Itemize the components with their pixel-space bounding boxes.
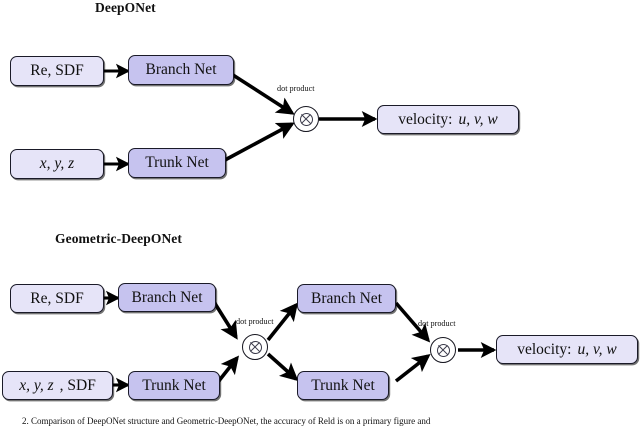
deeponet-input-branch-label: Re, SDF: [30, 62, 84, 80]
deeponet-input-trunk-box: x, y, z: [10, 149, 104, 179]
geo-branch-net-2-label: Branch Net: [310, 289, 382, 307]
geo-trunk-net-1-label: Trunk Net: [142, 376, 206, 394]
geo-output-prefix: velocity:: [517, 340, 572, 358]
deeponet-dot-product-label: dot product: [277, 84, 315, 93]
arrow-branchnet-to-dotproduct: [232, 73, 295, 115]
deeponet-branch-net-label: Branch Net: [145, 61, 217, 79]
deeponet-output-prefix: velocity:: [398, 110, 453, 128]
geo-branch-net-1-label: Branch Net: [131, 288, 203, 306]
deeponet-dot-product-node: [293, 106, 319, 132]
deeponet-branch-net-box: Branch Net: [128, 55, 234, 85]
geo-output-math: u, v, w: [577, 340, 617, 358]
geo-dot-product-label-1: dot product: [236, 317, 274, 326]
deeponet-output-math: u, v, w: [458, 110, 498, 128]
geo-trunk-net-1-box: Trunk Net: [128, 371, 220, 400]
geo-input-trunk-roman: , SDF: [59, 376, 96, 394]
deeponet-trunk-net-box: Trunk Net: [128, 148, 226, 178]
geo-input-trunk-box: x, y, z , SDF: [2, 371, 113, 400]
deeponet-output-box: velocity: u, v, w: [377, 105, 519, 134]
geo-trunk-net-2-label: Trunk Net: [311, 376, 375, 394]
geo-input-branch-box: Re, SDF: [10, 284, 104, 313]
arrow-trunknet-to-dotproduct: [224, 122, 295, 162]
tensor-product-icon: [299, 112, 313, 126]
geo-branch-net-1-box: Branch Net: [118, 283, 216, 312]
geo-output-box: velocity: u, v, w: [496, 335, 638, 364]
arrow-g-trunknet1-to-dotproduct1: [216, 355, 240, 384]
geo-input-branch-label: Re, SDF: [30, 289, 84, 307]
arrow-g-dotproduct1-to-trunknet2: [266, 352, 299, 382]
geo-dot-product-node-2: [430, 337, 456, 363]
figure-caption: 2. Comparison of DeepONet structure and …: [22, 416, 431, 426]
arrow-g-trunknet2-to-dotproduct2: [394, 354, 431, 383]
geo-trunk-net-2-box: Trunk Net: [297, 371, 389, 400]
arrow-g-branchnet1-to-dotproduct1: [212, 301, 238, 340]
deeponet-input-trunk-label: x, y, z: [39, 155, 75, 173]
tensor-product-icon: [436, 343, 450, 357]
geo-branch-net-2-box: Branch Net: [297, 284, 396, 313]
deeponet-input-branch-box: Re, SDF: [10, 56, 104, 86]
geo-input-trunk-math: x, y, z: [19, 376, 54, 394]
geo-dot-product-node-1: [242, 334, 268, 360]
deeponet-trunk-net-label: Trunk Net: [145, 154, 209, 172]
deeponet-title: DeepONet: [95, 0, 156, 15]
geo-dot-product-label-2: dot product: [418, 319, 456, 328]
geometric-deeponet-title: Geometric-DeepONet: [55, 231, 182, 246]
tensor-product-icon: [248, 340, 262, 354]
